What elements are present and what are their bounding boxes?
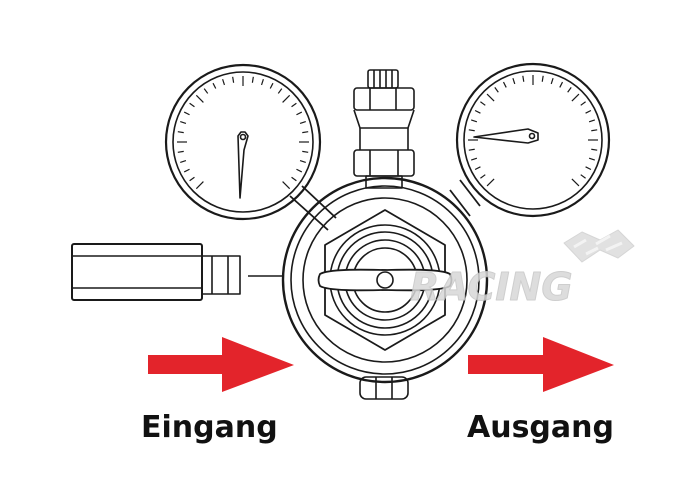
gauge-tick	[269, 82, 274, 89]
gauge-tick	[180, 121, 187, 125]
gauge-tick	[299, 121, 306, 125]
gauge-tick	[571, 93, 580, 102]
gauge-tick	[195, 94, 204, 103]
gauge-tick	[203, 88, 209, 94]
gauge-tick	[474, 109, 481, 114]
gauge-tick	[588, 119, 596, 123]
gauge-tick	[567, 87, 572, 93]
gauge-tick	[302, 131, 309, 134]
gauge-tick	[480, 174, 486, 179]
gauge-tick	[260, 79, 264, 86]
gauge-tick	[183, 111, 190, 116]
gauge-tick	[189, 102, 195, 108]
left-gauge	[164, 63, 337, 231]
gauge-tick	[195, 181, 204, 190]
gauge-tick	[480, 101, 486, 106]
outlet-nut	[359, 376, 409, 400]
gauge-tick	[277, 88, 283, 94]
right-gauge	[449, 62, 611, 218]
gauge-tick	[212, 82, 217, 89]
gauge-tick	[291, 176, 297, 182]
gauge-tick	[291, 102, 297, 108]
gauge-tick	[468, 129, 475, 132]
inlet-label: Eingang	[141, 410, 278, 445]
gauge-tick	[296, 111, 303, 116]
outlet-label: Ausgang	[467, 410, 614, 445]
outlet-flow-arrow	[468, 337, 614, 392]
gauge-tick	[296, 168, 303, 173]
gauge-tick	[580, 101, 586, 106]
gauge-tick	[183, 168, 190, 173]
gauge-tick	[502, 81, 507, 88]
inlet-flow-arrow	[148, 337, 294, 392]
right-gauge-scale-ticks	[468, 75, 598, 187]
gauge-tick	[512, 77, 516, 85]
gauge-tick	[282, 94, 291, 103]
gauge-tick	[299, 159, 306, 163]
gauge-tick	[585, 109, 592, 114]
inlet-connector	[71, 243, 283, 301]
left-gauge-scale-ticks	[177, 76, 309, 190]
gauge-tick	[591, 129, 598, 132]
top-valve	[353, 69, 415, 189]
gauge-tick	[177, 131, 184, 134]
right-gauge-needle	[473, 128, 539, 144]
gauge-tick	[550, 77, 554, 85]
gauge-tick	[251, 76, 254, 83]
regulator-body	[281, 176, 489, 384]
gauge-tick	[559, 81, 564, 88]
gauge-tick	[470, 157, 478, 161]
gauge-tick	[571, 178, 580, 187]
gauge-tick	[486, 178, 495, 187]
gauge-tick	[282, 181, 291, 190]
gauge-tick	[232, 76, 235, 83]
watermark-text: RACING	[410, 265, 573, 309]
gauge-tick	[588, 157, 596, 161]
gauge-tick	[222, 79, 226, 86]
gauge-tick	[177, 150, 184, 153]
gauge-tick	[591, 148, 598, 151]
gauge-tick	[474, 166, 481, 171]
gauge-tick	[468, 148, 475, 151]
gauge-tick	[180, 159, 187, 163]
gauge-tick	[541, 75, 544, 82]
gauge-tick	[189, 176, 195, 182]
gauge-tick	[486, 93, 495, 102]
gauge-tick	[522, 75, 525, 82]
gauge-tick	[470, 119, 478, 123]
gauge-tick	[585, 166, 592, 171]
gauge-tick	[580, 174, 586, 179]
left-gauge-needle	[237, 131, 249, 199]
gauge-tick	[302, 150, 309, 153]
gauge-tick	[494, 87, 499, 93]
racing-watermark-logo: RACING	[410, 229, 635, 310]
